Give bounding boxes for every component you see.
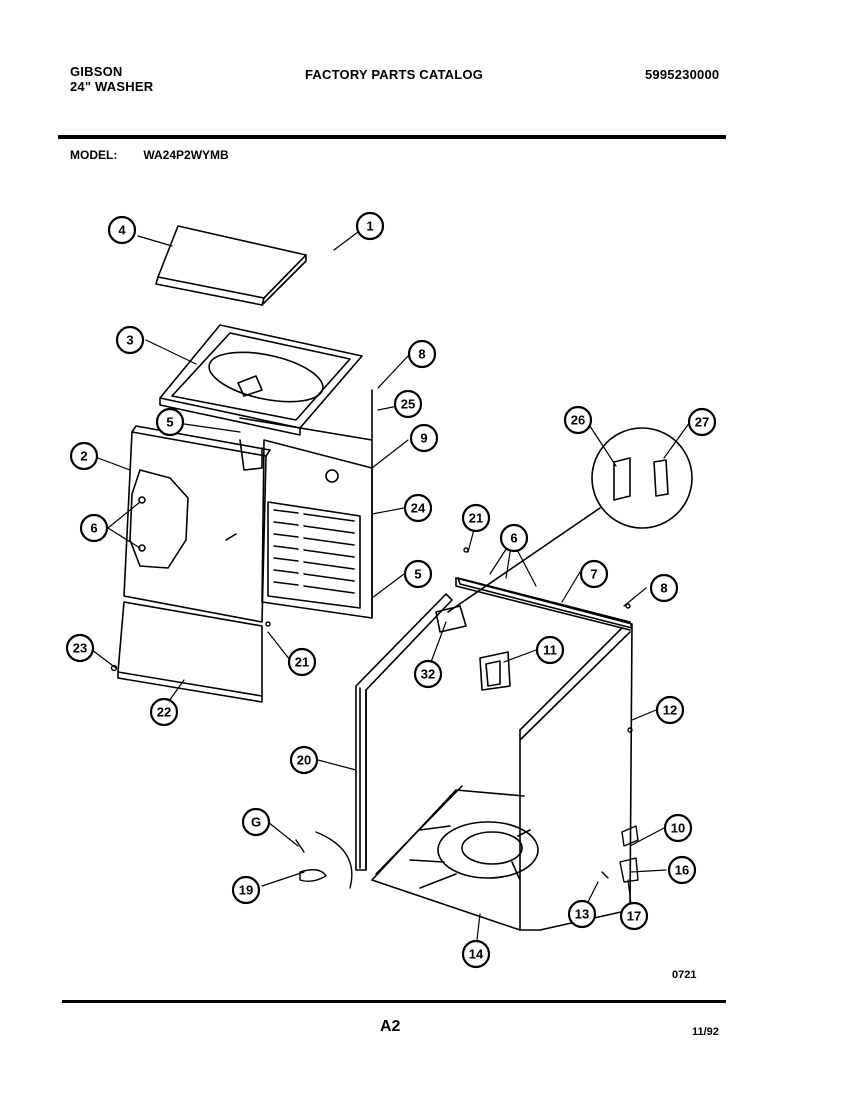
callout-label: 21	[469, 511, 483, 526]
callout-24: 24	[403, 493, 433, 523]
callout-label: 6	[90, 521, 97, 536]
callout-8: 8	[649, 573, 679, 603]
callout-27: 27	[687, 407, 717, 437]
callout-label: 24	[411, 501, 426, 516]
callout-label: 8	[418, 347, 425, 362]
callout-26: 26	[563, 405, 593, 435]
callout-23: 23	[65, 633, 95, 663]
figure-number: 0721	[672, 969, 697, 981]
revision-date: 11/92	[692, 1026, 719, 1038]
callout-label: 27	[695, 415, 709, 430]
brand-block: GIBSON 24" WASHER	[70, 64, 153, 94]
callout-21: 21	[287, 647, 317, 677]
callout-label: 26	[571, 413, 585, 428]
callout-label: 9	[420, 431, 427, 446]
callout-7: 7	[579, 559, 609, 589]
callout-label: 14	[469, 947, 484, 962]
callout-21: 21	[461, 503, 491, 533]
callout-label: 20	[297, 753, 311, 768]
catalog-title: FACTORY PARTS CATALOG	[305, 67, 484, 82]
callout-label: 21	[295, 655, 309, 670]
catalog-number: 5995230000	[645, 67, 720, 82]
callout-label: 6	[510, 531, 517, 546]
callout-1: 1	[355, 211, 385, 241]
kick-panel-part	[117, 601, 263, 703]
callout-10: 10	[663, 813, 693, 843]
callout-label: 10	[671, 821, 685, 836]
callout-label: 17	[627, 909, 641, 924]
product-name: 24" WASHER	[70, 79, 154, 94]
rear-panel-part	[239, 389, 373, 619]
callout-9: 9	[409, 423, 439, 453]
fasteners	[110, 547, 639, 889]
top-rail-part	[457, 577, 633, 629]
callout-label: 12	[663, 703, 677, 718]
detail-circle	[447, 427, 693, 613]
cabinet-side-panel-part	[123, 425, 271, 623]
leader-lines	[91, 231, 691, 949]
callout-label: 23	[73, 641, 87, 656]
callout-2: 2	[69, 441, 99, 471]
callout-12: 12	[655, 695, 685, 725]
callout-label: 5	[414, 567, 421, 582]
callout-6: 6	[499, 523, 529, 553]
footer-rule	[62, 1000, 726, 1003]
callout-5: 5	[403, 559, 433, 589]
callout-label: 2	[80, 449, 87, 464]
callout-label: 16	[675, 863, 689, 878]
callout-3: 3	[115, 325, 145, 355]
callout-5: 5	[155, 407, 185, 437]
callout-20: 20	[289, 745, 319, 775]
callout-label: 19	[239, 883, 253, 898]
model-value: WA24P2WYMB	[143, 148, 229, 162]
callout-14: 14	[461, 939, 491, 969]
callout-16: 16	[667, 855, 697, 885]
callout-label: 3	[126, 333, 133, 348]
callout-19: 19	[231, 875, 261, 905]
callout-label: 7	[590, 567, 597, 582]
callout-label: 25	[401, 397, 415, 412]
tub-cover-frame-part	[159, 324, 363, 436]
callout-label: 13	[575, 907, 589, 922]
callout-label: 11	[543, 643, 557, 658]
header-rule	[58, 135, 726, 139]
callout-8: 8	[407, 339, 437, 369]
callout-17: 17	[619, 901, 649, 931]
callout-label: 5	[166, 415, 173, 430]
model-label: MODEL:	[70, 148, 118, 162]
callout-G: G	[241, 807, 271, 837]
callout-32: 32	[413, 659, 443, 689]
callout-25: 25	[393, 389, 423, 419]
callout-label: 4	[118, 223, 126, 238]
callout-label: 32	[421, 667, 435, 682]
callout-label: 1	[366, 219, 373, 234]
callout-6: 6	[79, 513, 109, 543]
callout-label: 22	[157, 705, 171, 720]
callout-13: 13	[567, 899, 597, 929]
bracket-part	[435, 605, 511, 691]
brand-name: GIBSON	[70, 64, 123, 79]
callout-4: 4	[107, 215, 137, 245]
callout-label: 8	[660, 581, 667, 596]
front-frame-part	[355, 593, 453, 871]
model-line: MODEL: WA24P2WYMB	[70, 148, 229, 162]
top-lid-part	[155, 225, 307, 306]
callout-label: G	[251, 815, 261, 830]
callout-11: 11	[535, 635, 565, 665]
callout-22: 22	[149, 697, 179, 727]
page-label: A2	[380, 1018, 401, 1035]
